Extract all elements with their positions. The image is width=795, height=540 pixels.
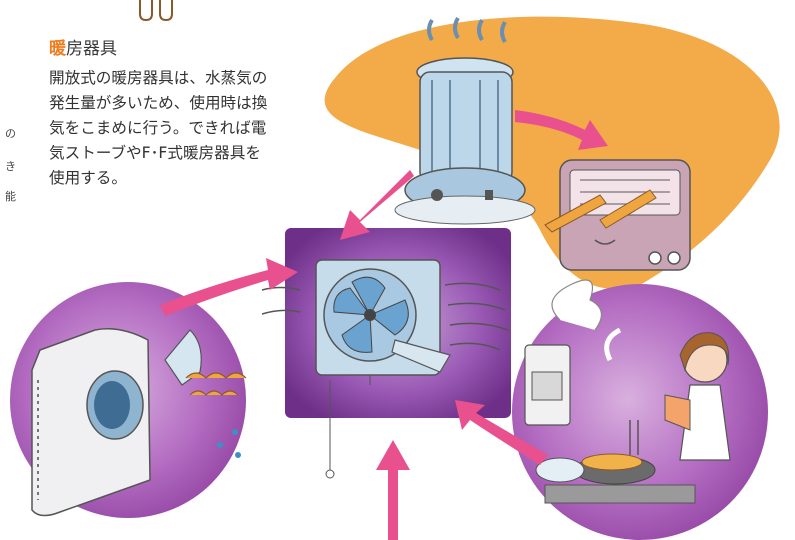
- body-line: 発生量が多いため、使用時は換: [49, 94, 268, 112]
- ventilation-fan-icon: [261, 259, 509, 479]
- body-line: 使用する。: [49, 169, 127, 187]
- heading-accent-char: 暖: [49, 39, 66, 59]
- washing-machine-icon: [31, 328, 247, 517]
- body-line: 気ストーブやF･F式暖房器具を: [49, 144, 261, 162]
- edge-glyph: き: [5, 160, 16, 173]
- body-line: 気をこまめに行う。できれば電: [49, 119, 267, 137]
- section-heading: 暖房器具: [49, 34, 117, 59]
- toaster-icon: [544, 159, 691, 271]
- feet-icon: [139, 0, 173, 22]
- heading-rest: 房器具: [66, 39, 117, 59]
- kerosene-heater-icon: [394, 16, 536, 225]
- edge-glyph: 能: [5, 190, 16, 203]
- body-line: 開放式の暖房器具は、水蒸気の: [49, 69, 268, 87]
- section-body: 開放式の暖房器具は、水蒸気の 発生量が多いため、使用時は換 気をこまめに行う。で…: [49, 66, 339, 191]
- pink-arrows: [160, 110, 608, 540]
- edge-glyph: の: [5, 127, 16, 140]
- kitchen-scene-icon: [524, 279, 731, 504]
